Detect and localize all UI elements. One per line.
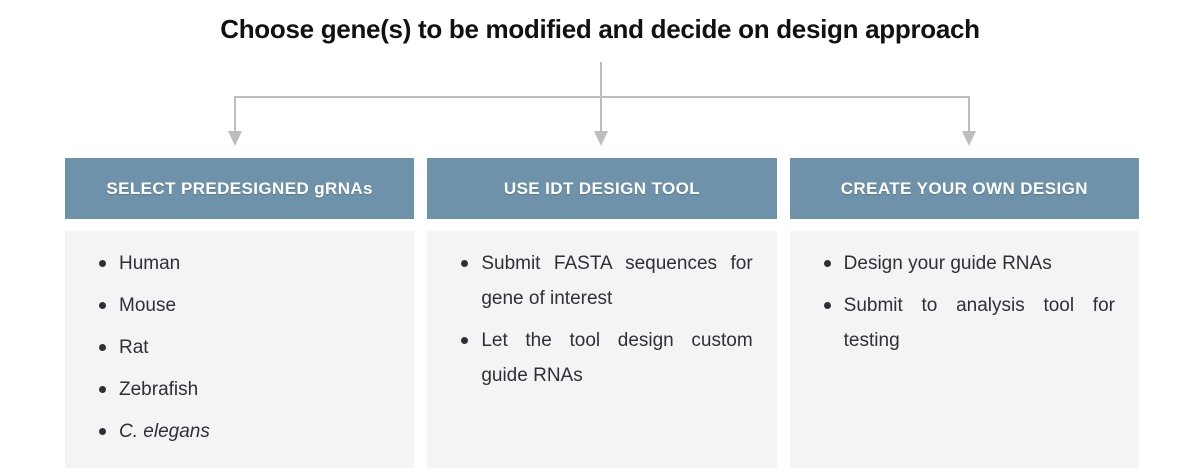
list-item: Zebrafish <box>99 372 390 407</box>
bullet-list: Human Mouse Rat Zebrafish C. elegans <box>65 231 414 449</box>
list-item: Let the tool design custom guide RNAs <box>461 323 753 393</box>
list-item-label: Rat <box>119 337 149 358</box>
bullet-icon <box>99 260 106 267</box>
arrow-down-icon <box>962 131 976 146</box>
column-body: Human Mouse Rat Zebrafish C. elegans <box>65 231 415 468</box>
bullet-icon <box>461 260 469 267</box>
columns-container: SELECT PREDESIGNED gRNAs Human Mouse Rat… <box>65 158 1139 468</box>
list-item-label: Zebrafish <box>119 379 199 400</box>
column-use-idt-design-tool: USE IDT DESIGN TOOL Submit FASTA sequenc… <box>427 158 777 468</box>
list-item-label: Mouse <box>119 295 177 316</box>
list-item: Submit FASTA sequences for gene of inter… <box>461 246 753 316</box>
list-item: C. elegans <box>99 414 390 449</box>
column-header: SELECT PREDESIGNED gRNAs <box>65 158 415 219</box>
bullet-icon <box>99 428 106 435</box>
connector-stem-right <box>968 96 970 132</box>
arrow-down-icon <box>228 131 242 146</box>
list-item-label: Submit FASTA sequences for gene of inter… <box>481 253 753 309</box>
bullet-icon <box>99 302 106 309</box>
list-item-label: Let the tool design custom guide RNAs <box>481 330 753 386</box>
connector-stem-left <box>234 96 236 132</box>
list-item-label: Submit to analysis tool for testing <box>843 295 1115 351</box>
page-title: Choose gene(s) to be modified and decide… <box>220 14 980 44</box>
column-body: Submit FASTA sequences for gene of inter… <box>427 231 777 468</box>
list-item: Human <box>99 246 390 281</box>
connector-stem-top <box>600 62 602 98</box>
connector-line-horizontal <box>234 96 970 98</box>
list-item-label: Human <box>119 253 181 274</box>
column-create-your-own-design: CREATE YOUR OWN DESIGN Design your guide… <box>789 158 1139 468</box>
column-select-predesigned-grnas: SELECT PREDESIGNED gRNAs Human Mouse Rat… <box>65 158 415 468</box>
list-item: Design your guide RNAs <box>823 246 1115 281</box>
connector-stem-center <box>600 96 602 132</box>
bullet-icon <box>99 344 106 351</box>
bullet-icon <box>823 302 831 309</box>
bullet-icon <box>461 337 469 344</box>
bullet-list: Submit FASTA sequences for gene of inter… <box>427 231 776 393</box>
list-item-label: C. elegans <box>119 421 210 442</box>
bullet-icon <box>99 386 106 393</box>
column-header: USE IDT DESIGN TOOL <box>427 158 777 219</box>
bullet-icon <box>823 260 831 267</box>
list-item: Rat <box>99 330 390 365</box>
column-body: Design your guide RNAs Submit to analysi… <box>789 231 1139 468</box>
arrow-down-icon <box>594 131 608 146</box>
list-item: Submit to analysis tool for testing <box>823 288 1115 358</box>
bullet-list: Design your guide RNAs Submit to analysi… <box>790 231 1139 358</box>
list-item-label: Design your guide RNAs <box>843 253 1052 274</box>
column-header: CREATE YOUR OWN DESIGN <box>789 158 1139 219</box>
list-item: Mouse <box>99 288 390 323</box>
